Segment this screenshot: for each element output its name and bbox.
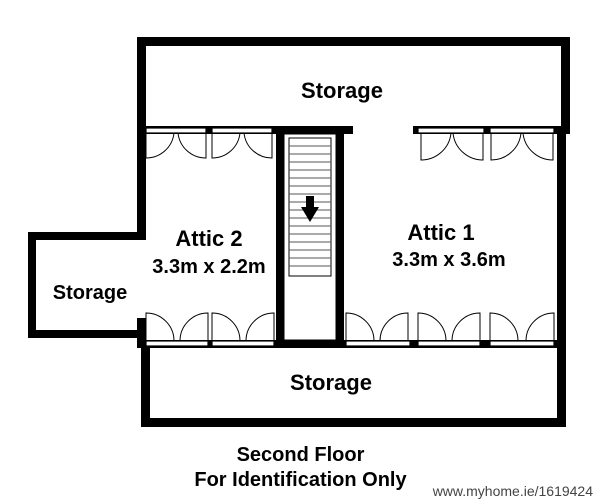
floor-caption-line2: For Identification Only [194,469,407,491]
doors-attic1-bottom [345,312,555,347]
doors-attic2-bottom [145,312,275,347]
attic1-name-label: Attic 1 [407,220,474,245]
storage-bottom-label: Storage [290,370,372,395]
doors-attic2-top [145,127,273,159]
attic2-size-label: 3.3m x 2.2m [152,256,265,278]
floor-caption-line1: Second Floor [236,444,365,466]
attic2-name-label: Attic 2 [175,226,242,251]
watermark: www.myhome.ie/1619424 [432,483,593,499]
storage-top-label: Storage [301,78,383,103]
stair-down-arrow-icon [301,196,319,222]
storage-left-label: Storage [53,282,127,304]
attic1-size-label: 3.3m x 3.6m [392,249,505,271]
doors-attic1-top [417,127,555,161]
staircase [283,133,337,341]
